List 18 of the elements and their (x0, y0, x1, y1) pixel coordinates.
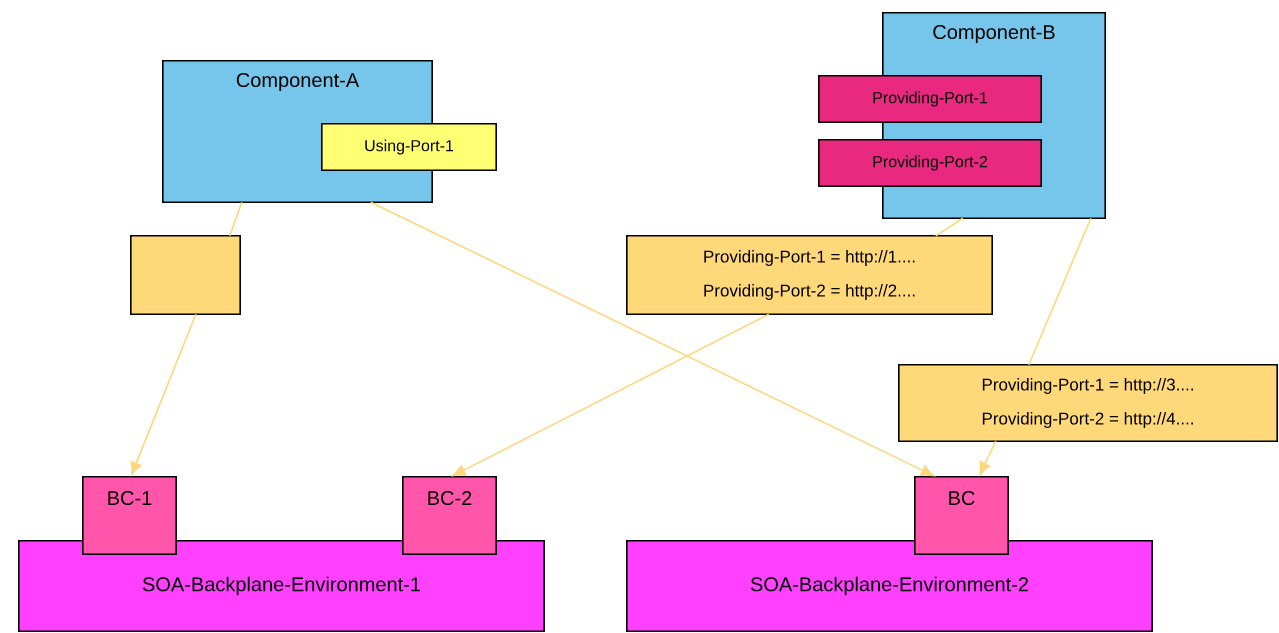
arrow (979, 440, 997, 475)
connector-line (1028, 217, 1092, 366)
port-box: Providing-Port-1 (818, 75, 1042, 123)
port-box: Providing-Port-2 (818, 139, 1042, 187)
binding-component-box: BC (914, 476, 1009, 555)
arrow (452, 313, 770, 477)
environment-box: SOA-Backplane-Environment-2 (626, 540, 1153, 632)
address-box: Providing-Port-1 = http://3.... Providing-Port-2 = http://4.... (898, 364, 1278, 442)
connector-box (130, 235, 241, 315)
arrow (370, 201, 934, 477)
connector-line (935, 217, 964, 237)
arrow (130, 313, 197, 475)
connector-line (229, 201, 243, 237)
port-box: Using-Port-1 (321, 123, 497, 171)
environment-box: SOA-Backplane-Environment-1 (18, 540, 545, 632)
binding-component-box: BC-2 (402, 476, 497, 555)
binding-component-box: BC-1 (82, 476, 177, 555)
address-box: Providing-Port-1 = http://1.... Providing-Port-2 = http://2.... (626, 235, 993, 315)
